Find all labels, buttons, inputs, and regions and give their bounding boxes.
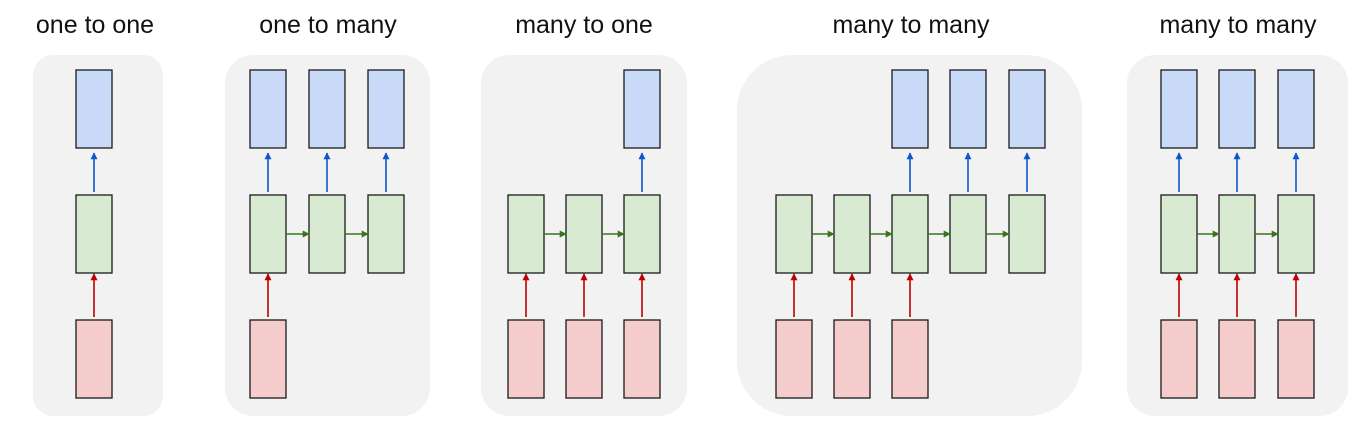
title-one-to-many: one to many xyxy=(259,11,397,39)
input-box xyxy=(1277,319,1315,399)
hidden-box xyxy=(308,194,346,274)
output-box xyxy=(308,69,346,149)
hidden-box xyxy=(565,194,603,274)
hidden-box xyxy=(367,194,405,274)
output-box xyxy=(891,69,929,149)
output-box xyxy=(249,69,287,149)
hidden-box xyxy=(1218,194,1256,274)
output-box xyxy=(1160,69,1198,149)
input-box xyxy=(507,319,545,399)
input-box xyxy=(775,319,813,399)
input-box xyxy=(75,319,113,399)
input-box xyxy=(1160,319,1198,399)
title-many-to-many-synced: many to many xyxy=(1159,11,1317,39)
input-box xyxy=(1218,319,1256,399)
hidden-box xyxy=(891,194,929,274)
input-box xyxy=(891,319,929,399)
title-many-to-one: many to one xyxy=(515,11,653,39)
input-box xyxy=(623,319,661,399)
output-box xyxy=(949,69,987,149)
hidden-box xyxy=(833,194,871,274)
hidden-box xyxy=(507,194,545,274)
output-box xyxy=(1218,69,1256,149)
output-box xyxy=(75,69,113,149)
output-box xyxy=(1277,69,1315,149)
output-box xyxy=(1008,69,1046,149)
hidden-box xyxy=(1008,194,1046,274)
input-box xyxy=(833,319,871,399)
hidden-box xyxy=(949,194,987,274)
hidden-box xyxy=(775,194,813,274)
hidden-box xyxy=(249,194,287,274)
output-box xyxy=(623,69,661,149)
hidden-box xyxy=(1277,194,1315,274)
hidden-box xyxy=(75,194,113,274)
title-many-to-many-delayed: many to many xyxy=(832,11,990,39)
output-box xyxy=(367,69,405,149)
hidden-box xyxy=(623,194,661,274)
input-box xyxy=(249,319,287,399)
hidden-box xyxy=(1160,194,1198,274)
title-one-to-one: one to one xyxy=(35,11,155,39)
input-box xyxy=(565,319,603,399)
